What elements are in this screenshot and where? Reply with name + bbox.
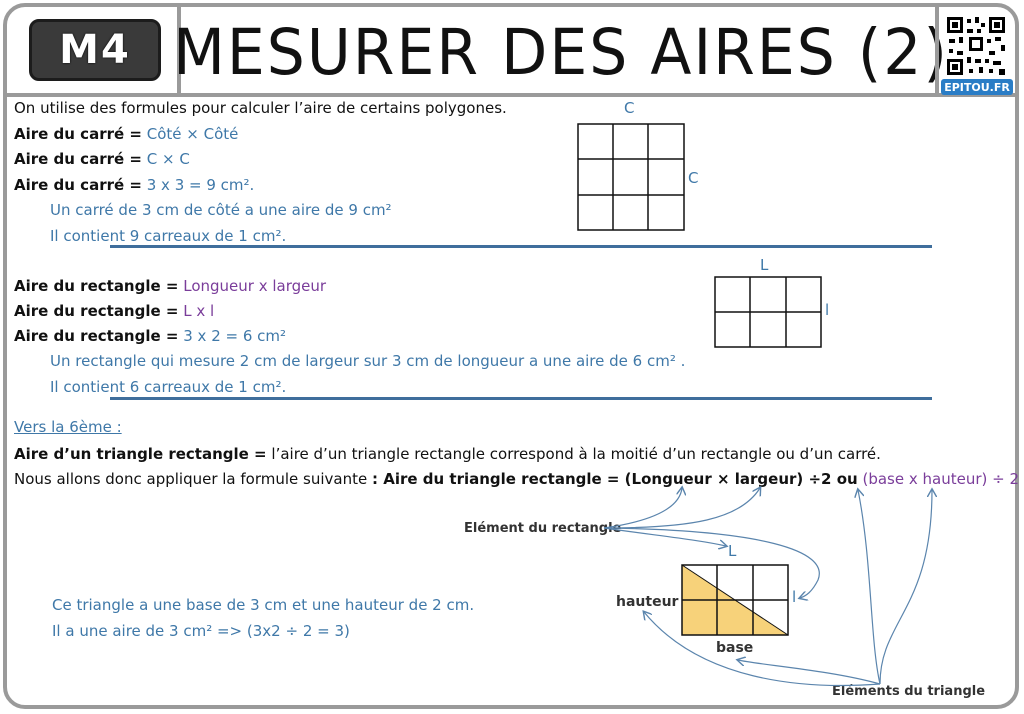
lesson-card: M4 MESURER DES AIRES (2) EPITOU.FR: [3, 3, 1019, 709]
definition-text: l’aire d’un triangle rectangle correspon…: [271, 445, 881, 463]
section-divider: [110, 397, 932, 400]
formula-value: C × C: [146, 150, 190, 168]
formula-label: Aire du carré =: [14, 150, 142, 168]
square-top-label: C: [624, 99, 635, 117]
section-divider: [110, 245, 932, 248]
rect-side-label: l: [825, 301, 830, 319]
definition-label: Aire d’un triangle rectangle =: [14, 445, 267, 463]
formula-intro: Nous allons donc appliquer la formule su…: [14, 470, 368, 488]
formula-label: Aire du carré =: [14, 176, 142, 194]
formula-label: Aire du rectangle =: [14, 302, 179, 320]
header-divider: [935, 7, 939, 95]
formula-main: : Aire du triangle rectangle = (Longueur…: [372, 470, 858, 488]
header: M4 MESURER DES AIRES (2) EPITOU.FR: [7, 7, 1015, 97]
formula-label: Aire du rectangle =: [14, 327, 179, 345]
rect-formula-1: Aire du rectangle = Longueur x largeur: [14, 277, 326, 295]
page-title: MESURER DES AIRES (2): [173, 16, 949, 90]
formula-alt: (base x hauteur) ÷ 2: [862, 470, 1019, 488]
square-side-label: C: [688, 169, 699, 187]
annotation-triangle: Eléments du triangle: [832, 684, 986, 699]
base-label: base: [716, 640, 754, 656]
rect-formula-3: Aire du rectangle = 3 x 2 = 6 cm²: [14, 327, 286, 345]
section-heading: Vers la 6ème :: [14, 418, 122, 436]
triangle-formula: Nous allons donc appliquer la formule su…: [14, 470, 1019, 488]
hauteur-label: hauteur: [616, 594, 679, 610]
rect-formula-2: Aire du rectangle = L x l: [14, 302, 214, 320]
annotation-rectangle: Elément du rectangle: [464, 521, 622, 536]
formula-value: L x l: [183, 302, 215, 320]
triangle-l-label: l: [792, 588, 797, 606]
qr-code-icon[interactable]: [945, 15, 1007, 77]
rect-note-1: Un rectangle qui mesure 2 cm de largeur …: [50, 352, 686, 370]
triangle-definition: Aire d’un triangle rectangle = l’aire d’…: [14, 445, 881, 463]
triangle-L-label: L: [728, 542, 737, 560]
rect-note-2: Il contient 6 carreaux de 1 cm².: [50, 378, 287, 396]
formula-value: Côté × Côté: [146, 125, 239, 143]
rect-top-label: L: [760, 256, 769, 274]
site-link[interactable]: EPITOU.FR: [941, 79, 1013, 95]
formula-label: Aire du carré =: [14, 125, 142, 143]
square-note-1: Un carré de 3 cm de côté a une aire de 9…: [50, 201, 392, 219]
formula-value: Longueur x largeur: [183, 277, 327, 295]
square-formula-1: Aire du carré = Côté × Côté: [14, 125, 238, 143]
formula-value: 3 x 2 = 6 cm²: [183, 327, 287, 345]
formula-label: Aire du rectangle =: [14, 277, 179, 295]
formula-value: 3 x 3 = 9 cm².: [146, 176, 255, 194]
square-note-2: Il contient 9 carreaux de 1 cm².: [50, 227, 287, 245]
triangle-example-1: Ce triangle a une base de 3 cm et une ha…: [52, 596, 475, 614]
module-badge: M4: [29, 19, 161, 81]
square-formula-3: Aire du carré = 3 x 3 = 9 cm².: [14, 176, 254, 194]
header-divider: [177, 7, 181, 95]
intro-text: On utilise des formules pour calculer l’…: [14, 99, 507, 117]
square-formula-2: Aire du carré = C × C: [14, 150, 190, 168]
triangle-example-2: Il a une aire de 3 cm² => (3x2 ÷ 2 = 3): [52, 622, 350, 640]
